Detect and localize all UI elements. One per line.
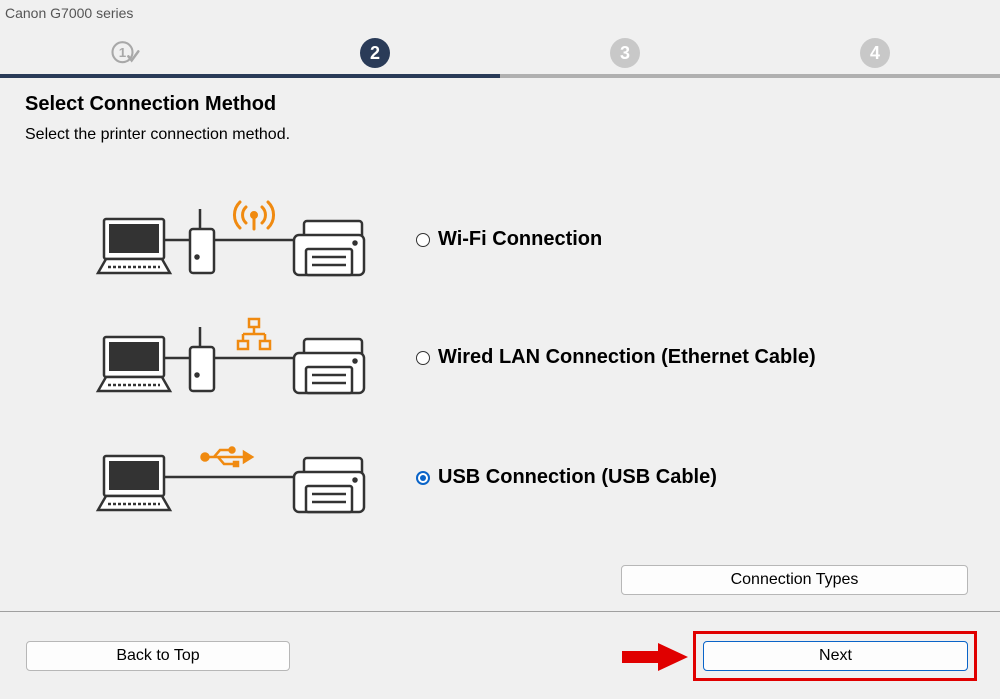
usb-connection-illustration <box>95 446 366 514</box>
usb-connection-option[interactable]: USB Connection (USB Cable) <box>416 466 717 489</box>
wifi-radio[interactable] <box>416 232 430 247</box>
usb-icon <box>200 446 255 468</box>
connection-types-button[interactable]: Connection Types <box>621 565 968 595</box>
wired-lan-illustration <box>95 317 366 395</box>
page-title: Select Connection Method <box>25 93 277 115</box>
laptop-icon <box>95 335 173 393</box>
usb-connection-label: USB Connection (USB Cable) <box>438 466 717 488</box>
wired-lan-option[interactable]: Wired LAN Connection (Ethernet Cable) <box>416 346 816 369</box>
wired-lan-label: Wired LAN Connection (Ethernet Cable) <box>438 346 816 368</box>
step-2-current: 2 <box>360 38 390 68</box>
next-button-highlight <box>693 631 977 681</box>
progress-track <box>0 74 1000 78</box>
step-4: 4 <box>860 38 890 68</box>
wifi-connection-option[interactable]: Wi-Fi Connection <box>416 228 602 251</box>
step-2-label: 2 <box>369 42 380 63</box>
back-to-top-button[interactable]: Back to Top <box>26 641 290 671</box>
title-bar: Canon G7000 series <box>0 0 1000 28</box>
usb-radio[interactable] <box>416 470 430 485</box>
page-subtitle: Select the printer connection method. <box>25 126 291 143</box>
laptop-icon <box>95 454 173 512</box>
router-icon <box>188 209 216 275</box>
svg-text:1: 1 <box>119 45 127 60</box>
printer-icon <box>292 456 366 514</box>
step-4-label: 4 <box>869 42 880 63</box>
step-3-label: 3 <box>619 42 630 63</box>
network-icon <box>236 317 272 351</box>
router-icon <box>188 327 216 393</box>
step-3: 3 <box>610 38 640 68</box>
step-1-done-icon: 1 <box>110 38 140 68</box>
wifi-connection-label: Wi-Fi Connection <box>438 228 603 250</box>
progress-fill <box>0 74 500 78</box>
laptop-icon <box>95 217 173 275</box>
next-button[interactable]: Next <box>703 641 968 671</box>
step-indicator: 1 2 3 4 <box>0 28 1000 80</box>
pointer-arrow-icon <box>622 643 688 671</box>
window-title: Canon G7000 series <box>5 5 134 21</box>
footer-divider <box>0 611 1000 612</box>
wired-lan-radio[interactable] <box>416 350 430 365</box>
wifi-connection-illustration <box>95 200 366 277</box>
printer-icon <box>292 337 366 395</box>
printer-icon <box>292 219 366 277</box>
wifi-signal-icon <box>233 200 275 231</box>
